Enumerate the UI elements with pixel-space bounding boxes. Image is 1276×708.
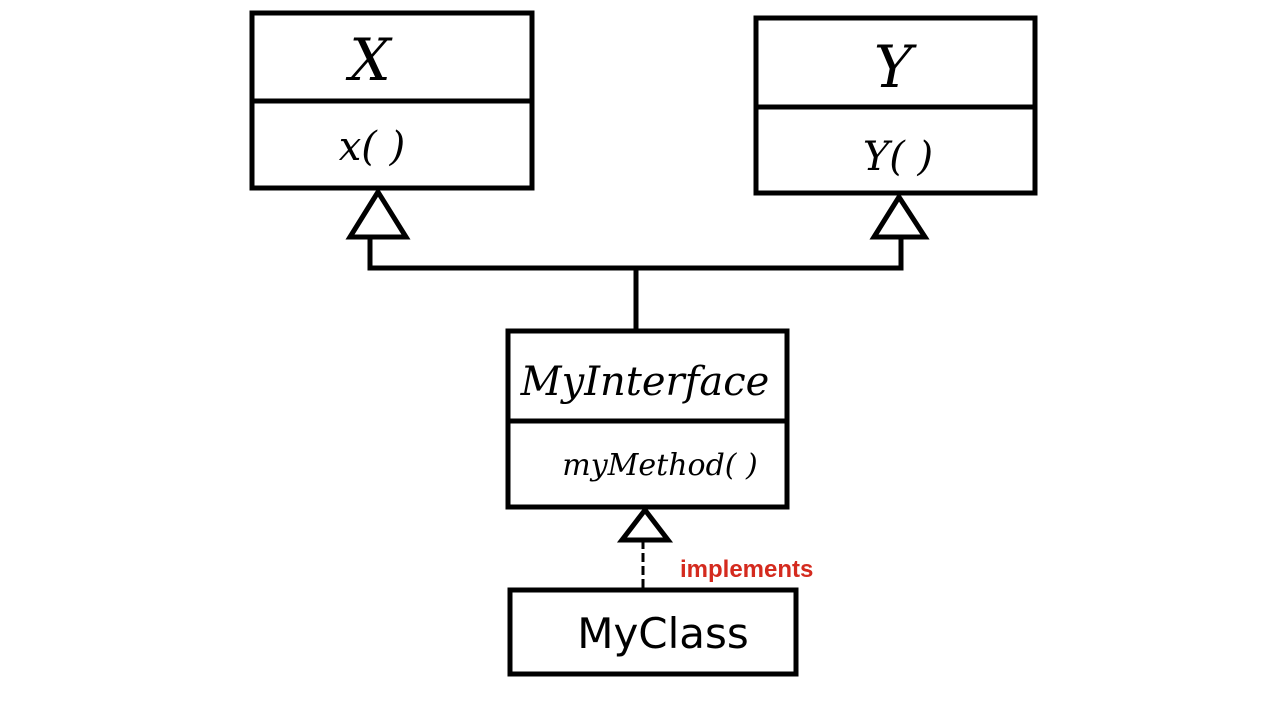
realization-connector: implements — [616, 505, 813, 590]
inheritance-arrow-y-icon — [869, 192, 930, 240]
class-y-name: Y — [874, 33, 917, 101]
generalization-connectors — [345, 187, 930, 330]
myclass-box — [507, 587, 799, 677]
interface-name: MyInterface — [520, 359, 770, 405]
interface-method: myMethod( ) — [562, 448, 757, 483]
connector-to-x — [367, 237, 639, 330]
implements-label: implements — [680, 556, 813, 583]
inheritance-arrow-x-icon — [345, 187, 411, 240]
class-y-method: Y( ) — [863, 134, 933, 180]
class-x-name: X — [345, 26, 393, 94]
myclass-name: MyClass — [577, 609, 749, 658]
realization-arrow-icon — [616, 505, 674, 543]
class-myclass[interactable]: MyClass — [507, 587, 799, 677]
connector-to-y — [636, 237, 904, 271]
class-y[interactable]: Y Y( ) — [753, 15, 1038, 196]
class-x[interactable]: X x( ) — [249, 10, 535, 191]
interface-myinterface[interactable]: MyInterface myMethod( ) — [505, 328, 790, 510]
class-x-method: x( ) — [339, 124, 405, 170]
